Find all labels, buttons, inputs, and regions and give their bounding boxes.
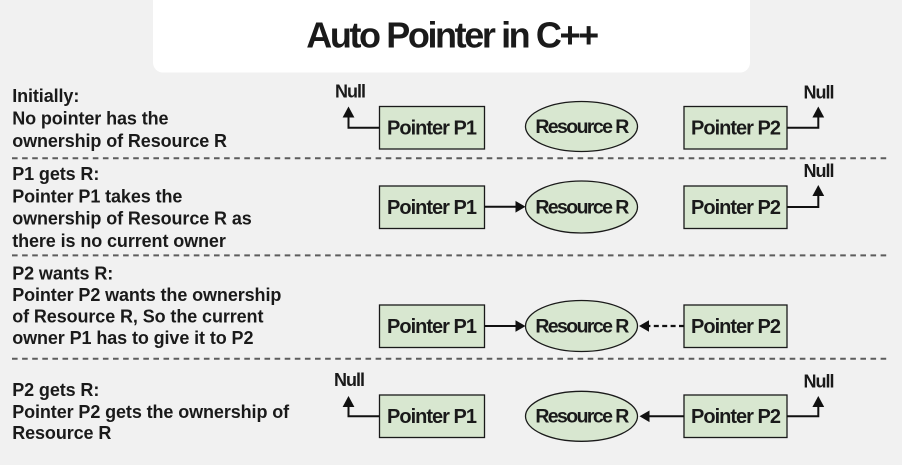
svg-text:P1 gets R:: P1 gets R: [12, 164, 99, 184]
svg-text:Pointer P1: Pointer P1 [387, 118, 477, 140]
svg-text:Pointer P2 wants the ownership: Pointer P2 wants the ownership [12, 285, 281, 305]
svg-text:No pointer has the: No pointer has the [12, 109, 168, 129]
svg-text:there is no current owner: there is no current owner [12, 231, 226, 251]
svg-text:ownership of Resource R: ownership of Resource R [12, 131, 227, 151]
svg-text:Pointer P1: Pointer P1 [387, 406, 477, 428]
svg-text:Pointer P1: Pointer P1 [387, 197, 477, 219]
svg-text:Resource R: Resource R [535, 197, 629, 219]
svg-text:P2 gets R:: P2 gets R: [12, 380, 99, 400]
svg-text:Initially:: Initially: [12, 86, 79, 106]
svg-text:Null: Null [334, 370, 364, 390]
svg-text:P2 wants R:: P2 wants R: [12, 264, 113, 284]
svg-text:Null: Null [804, 83, 834, 103]
svg-text:Pointer P2: Pointer P2 [691, 118, 781, 140]
svg-text:ownership of Resource R as: ownership of Resource R as [12, 209, 252, 229]
svg-text:Pointer P1 takes the: Pointer P1 takes the [12, 186, 182, 206]
svg-text:Null: Null [335, 82, 365, 102]
svg-text:Null: Null [804, 372, 834, 392]
svg-text:Resource R: Resource R [535, 316, 629, 338]
svg-text:Resource R: Resource R [535, 116, 629, 138]
svg-text:owner P1 has to give it to P2: owner P1 has to give it to P2 [12, 328, 253, 348]
svg-text:Pointer P2: Pointer P2 [691, 406, 781, 428]
svg-text:Pointer P1: Pointer P1 [387, 316, 477, 338]
svg-text:Pointer P2 gets the ownership: Pointer P2 gets the ownership of [12, 402, 290, 422]
svg-text:Resource R: Resource R [535, 406, 629, 428]
svg-text:Pointer P2: Pointer P2 [691, 197, 781, 219]
svg-text:Auto Pointer in C++: Auto Pointer in C++ [306, 15, 598, 56]
svg-text:Resource R: Resource R [12, 423, 111, 443]
svg-text:Pointer P2: Pointer P2 [691, 316, 781, 338]
svg-text:Null: Null [804, 161, 834, 181]
svg-text:of Resource R, So the current: of Resource R, So the current [12, 307, 263, 327]
